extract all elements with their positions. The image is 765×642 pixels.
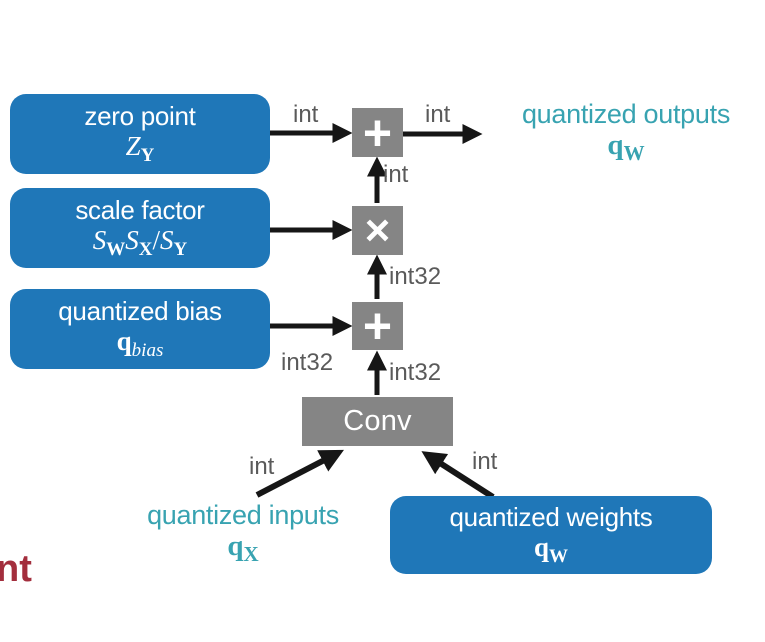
bias-sub: bias	[131, 339, 164, 361]
quantized-weights-formula: qW	[534, 532, 568, 567]
quantized-bias-block: quantized bias qbias	[10, 289, 270, 369]
quantized-bias-formula: qbias	[117, 326, 164, 361]
zero-point-var: Z	[125, 130, 141, 161]
cropped-text-fragment: nt	[0, 548, 32, 590]
quantized-outputs-formula: qW	[607, 128, 645, 165]
scale-sub3: Y	[173, 238, 188, 260]
quantized-bias-label: quantized bias	[58, 295, 222, 326]
conv-node: Conv	[302, 397, 453, 446]
quantized-inputs-formula: qX	[227, 529, 259, 566]
edge-label-int32-conv: int32	[389, 359, 442, 386]
edge-label-int-zero-point: int	[293, 101, 319, 128]
quantized-outputs-annotation: quantized outputs qW	[486, 99, 765, 165]
scale-var3: S	[160, 224, 174, 255]
scale-sub2: X	[138, 238, 153, 260]
edge-label-int-outputs: int	[425, 101, 451, 128]
edge-label-int-weights: int	[472, 448, 498, 475]
edge-label-int32-bias: int32	[281, 349, 334, 376]
inputs-sub: X	[243, 541, 259, 566]
edge-label-int32-addbottom: int32	[389, 263, 442, 290]
bias-var: q	[116, 325, 132, 356]
scale-factor-label: scale factor	[75, 194, 205, 225]
scale-var1: S	[92, 224, 107, 255]
multiply-icon: ×	[364, 205, 391, 255]
quantized-weights-label: quantized weights	[449, 501, 653, 532]
quantized-inputs-label: quantized inputs	[147, 500, 339, 530]
scale-factor-block: scale factor SWSX/SY	[10, 188, 270, 268]
scale-sub1: W	[106, 238, 126, 260]
scale-var2: S	[125, 224, 139, 255]
outputs-sub: W	[623, 140, 645, 165]
zero-point-block: zero point ZY	[10, 94, 270, 174]
conv-label: Conv	[343, 405, 412, 437]
inputs-var: q	[227, 529, 244, 562]
plus-icon: +	[362, 104, 393, 161]
zero-point-sub: Y	[140, 144, 155, 166]
multiply-node: ×	[352, 206, 403, 255]
zero-point-formula: ZY	[126, 131, 155, 166]
quantized-weights-block: quantized weights qW	[390, 496, 712, 574]
zero-point-label: zero point	[84, 100, 196, 131]
scale-factor-formula: SWSX/SY	[93, 225, 187, 260]
weights-var: q	[533, 531, 550, 562]
plus-icon: +	[362, 298, 393, 354]
edge-label-int-inputs: int	[249, 453, 275, 480]
scale-divider: /	[152, 224, 160, 255]
quantized-inputs-annotation: quantized inputs qX	[103, 500, 383, 566]
add-top-node: +	[352, 105, 403, 161]
weights-sub: W	[549, 545, 569, 567]
quantized-outputs-label: quantized outputs	[521, 99, 731, 129]
add-bottom-node: +	[352, 298, 403, 354]
outputs-var: q	[607, 128, 624, 161]
edge-label-int-multiply: int	[383, 161, 409, 188]
